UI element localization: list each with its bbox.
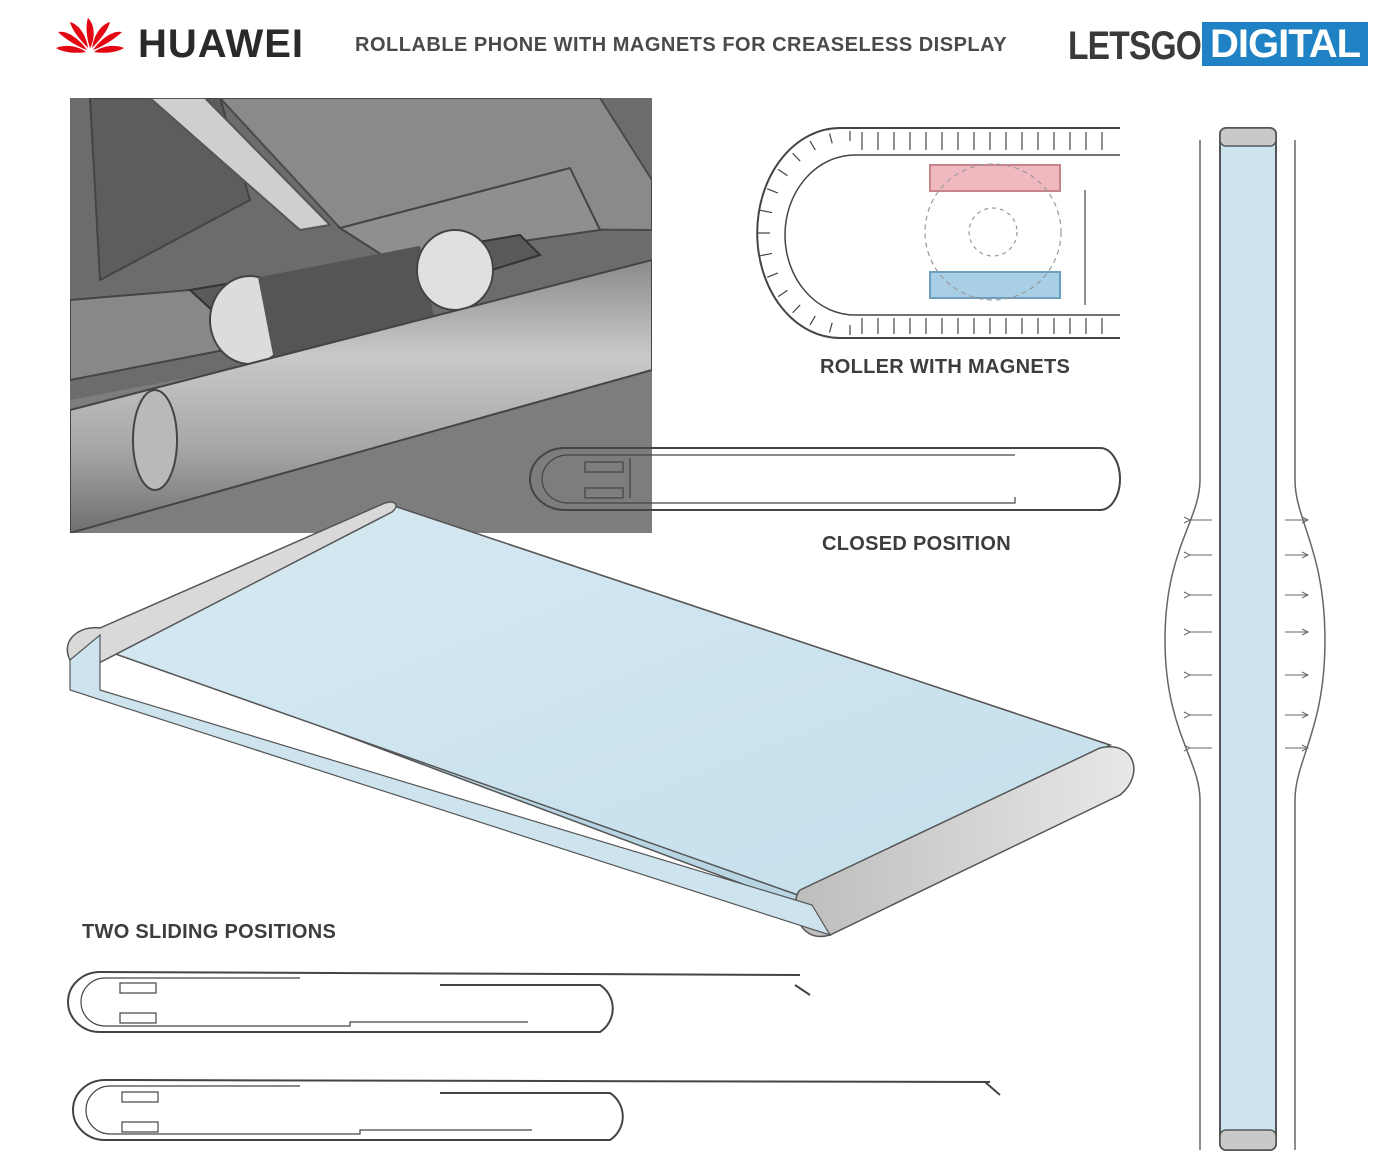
roller-segment — [760, 253, 772, 255]
huawei-logo-icon — [56, 18, 124, 53]
sliding-position-1 — [68, 972, 810, 1032]
page-headline: ROLLABLE PHONE WITH MAGNETS FOR CREASELE… — [355, 34, 1007, 57]
roller-segment — [767, 273, 778, 277]
roller-segment — [767, 189, 778, 193]
roller-segment — [830, 134, 833, 144]
roller-segment — [810, 141, 815, 150]
roller-segment — [760, 210, 772, 212]
site-logo-part2: DIGITAL — [1202, 22, 1368, 66]
roller-segment — [778, 290, 787, 296]
roller-diagram — [757, 128, 1120, 338]
roller-segment — [793, 153, 800, 161]
roller-segment — [830, 323, 833, 333]
caption-closed: CLOSED POSITION — [822, 533, 1011, 556]
site-logo-part1: LETSGO — [1068, 24, 1201, 69]
rollable-phone-render — [67, 502, 1134, 936]
roller-segment — [793, 305, 800, 313]
side-view-diagram — [1165, 128, 1325, 1150]
caption-sliding: TWO SLIDING POSITIONS — [82, 921, 336, 944]
roller-segment — [778, 169, 787, 175]
brand-name: HUAWEI — [138, 22, 304, 67]
sliding-position-2 — [73, 1080, 1000, 1140]
roller-segment — [810, 316, 815, 325]
magnet-top — [930, 165, 1060, 191]
hinge-detail-drawing — [70, 98, 652, 533]
caption-roller: ROLLER WITH MAGNETS — [820, 356, 1070, 379]
